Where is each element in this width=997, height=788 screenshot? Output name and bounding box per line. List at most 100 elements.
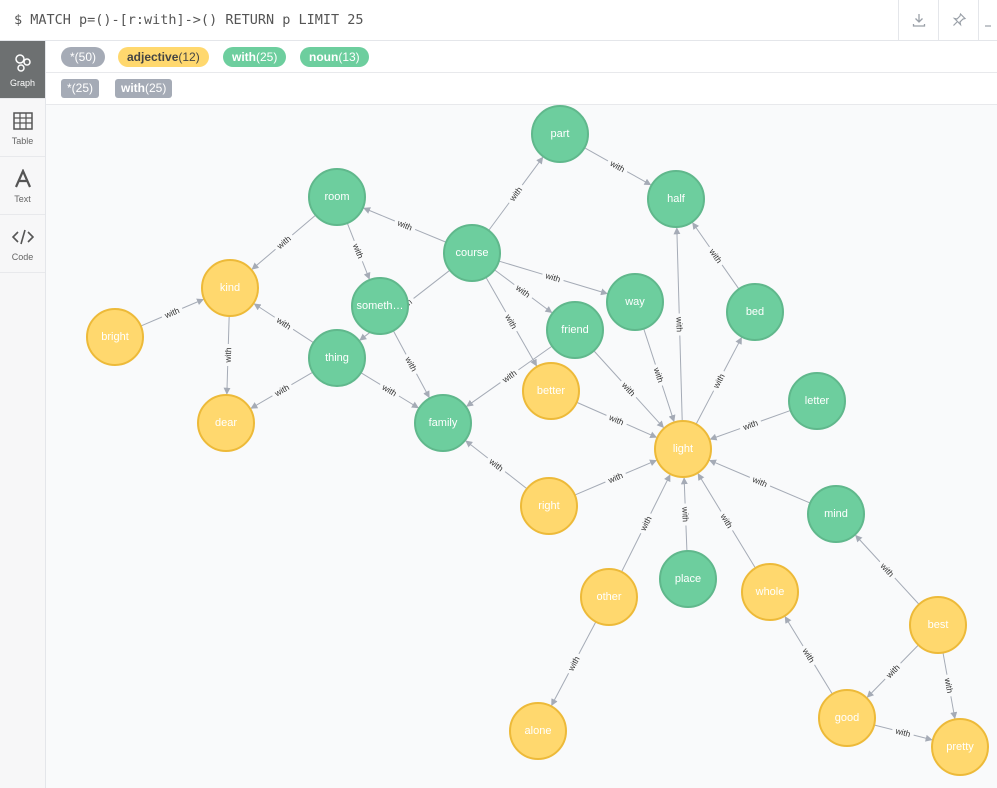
query-text[interactable]: $ MATCH p=()-[r:with]->() RETURN p LIMIT… [14, 12, 364, 28]
relationship-other-alone[interactable]: with [551, 621, 597, 706]
node-circle[interactable] [520, 477, 578, 535]
legend-noun[interactable]: noun(13) [300, 47, 369, 67]
legend-all-nodes[interactable]: *(50) [61, 47, 106, 67]
node-place[interactable]: place [659, 550, 717, 608]
relationship-thing-family[interactable]: with [360, 372, 419, 409]
relationship-good-pretty[interactable]: with [873, 724, 933, 742]
node-circle[interactable] [414, 394, 472, 452]
relationship-letter-light[interactable]: with [709, 409, 791, 441]
relationship-right-family[interactable]: with [465, 440, 528, 490]
relationship-mind-light[interactable]: with [709, 459, 811, 504]
node-circle[interactable] [86, 308, 144, 366]
node-something[interactable]: someth… [351, 277, 409, 335]
node-part[interactable]: part [531, 105, 589, 163]
relationship-bright-kind[interactable]: with [140, 298, 204, 327]
node-whole[interactable]: whole [741, 563, 799, 621]
node-circle[interactable] [647, 170, 705, 228]
relationship-room-kind[interactable]: with [251, 214, 316, 270]
node-circle[interactable] [654, 420, 712, 478]
node-other[interactable]: other [580, 568, 638, 626]
relationship-way-light[interactable]: with [643, 328, 676, 423]
relationship-part-half[interactable]: with [584, 147, 652, 186]
node-light[interactable]: light [654, 420, 712, 478]
node-thing[interactable]: thing [308, 329, 366, 387]
node-family[interactable]: family [414, 394, 472, 452]
relationship-thing-dear[interactable]: with [250, 371, 314, 409]
relationship-kind-dear[interactable]: with [223, 315, 233, 395]
node-bed[interactable]: bed [726, 283, 784, 341]
node-dear[interactable]: dear [197, 394, 255, 452]
view-text-button[interactable]: Text [0, 157, 45, 215]
node-label: someth… [356, 300, 403, 312]
node-pretty[interactable]: pretty [931, 718, 989, 776]
relationship-bed-half[interactable]: with [692, 222, 740, 290]
relationship-other-light[interactable]: with [621, 474, 671, 573]
node-course[interactable]: course [443, 224, 501, 282]
node-circle[interactable] [931, 718, 989, 776]
legend-with[interactable]: with(25) [223, 47, 287, 67]
node-way[interactable]: way [606, 273, 664, 331]
relationship-course-part[interactable]: with [488, 156, 544, 231]
relationship-course-room[interactable]: with [363, 207, 447, 243]
node-circle[interactable] [909, 596, 967, 654]
relationship-light-half[interactable]: with [673, 227, 685, 422]
relationship-good-whole[interactable]: with [784, 616, 833, 695]
relationship-thing-kind[interactable]: with [253, 303, 314, 344]
node-circle[interactable] [659, 550, 717, 608]
relationship-course-way[interactable]: with [498, 260, 608, 296]
legend-all-relationships[interactable]: *(25) [61, 79, 100, 98]
relationship-room-something[interactable]: with [346, 222, 371, 280]
node-circle[interactable] [606, 273, 664, 331]
relationship-best-good[interactable]: with [866, 644, 919, 698]
node-half[interactable]: half [647, 170, 705, 228]
node-better[interactable]: better [522, 362, 580, 420]
relationship-line-start [291, 214, 316, 236]
legend-with-relationship[interactable]: with(25) [115, 79, 173, 98]
node-circle[interactable] [531, 105, 589, 163]
node-circle[interactable] [807, 485, 865, 543]
node-circle[interactable] [788, 372, 846, 430]
node-circle[interactable] [741, 563, 799, 621]
relationship-best-pretty[interactable]: with [942, 652, 958, 720]
node-circle[interactable] [522, 362, 580, 420]
node-mind[interactable]: mind [807, 485, 865, 543]
node-circle[interactable] [308, 329, 366, 387]
node-circle[interactable] [726, 283, 784, 341]
relationship-whole-light[interactable]: with [697, 473, 756, 569]
relationship-right-light[interactable]: with [574, 459, 657, 496]
download-button[interactable] [898, 0, 938, 40]
node-circle[interactable] [443, 224, 501, 282]
node-circle[interactable] [308, 168, 366, 226]
node-circle[interactable] [201, 259, 259, 317]
node-best[interactable]: best [909, 596, 967, 654]
view-table-button[interactable]: Table [0, 99, 45, 157]
relationship-something-family[interactable]: with [392, 330, 430, 399]
node-circle[interactable] [580, 568, 638, 626]
legend-adjective[interactable]: adjective(12) [118, 47, 209, 67]
node-circle[interactable] [197, 394, 255, 452]
node-label-legend: *(50) adjective(12) with(25) noun(13) [46, 41, 997, 73]
node-circle[interactable] [351, 277, 409, 335]
collapse-button[interactable] [978, 0, 997, 40]
node-letter[interactable]: letter [788, 372, 846, 430]
relationship-light-bed[interactable]: with [695, 337, 742, 425]
relationship-better-light[interactable]: with [576, 401, 658, 439]
node-right[interactable]: right [520, 477, 578, 535]
node-circle[interactable] [509, 702, 567, 760]
node-circle[interactable] [818, 689, 876, 747]
view-code-button[interactable]: Code [0, 215, 45, 273]
node-alone[interactable]: alone [509, 702, 567, 760]
node-good[interactable]: good [818, 689, 876, 747]
node-room[interactable]: room [308, 168, 366, 226]
relationship-friend-light[interactable]: with [593, 350, 664, 429]
relationship-best-mind[interactable]: with [855, 534, 920, 605]
relationship-place-light[interactable]: with [680, 477, 691, 552]
pin-button[interactable] [938, 0, 978, 40]
node-kind[interactable]: kind [201, 259, 259, 317]
node-bright[interactable]: bright [86, 308, 144, 366]
node-circle[interactable] [546, 301, 604, 359]
node-friend[interactable]: friend [546, 301, 604, 359]
view-graph-button[interactable]: Graph [0, 41, 45, 99]
